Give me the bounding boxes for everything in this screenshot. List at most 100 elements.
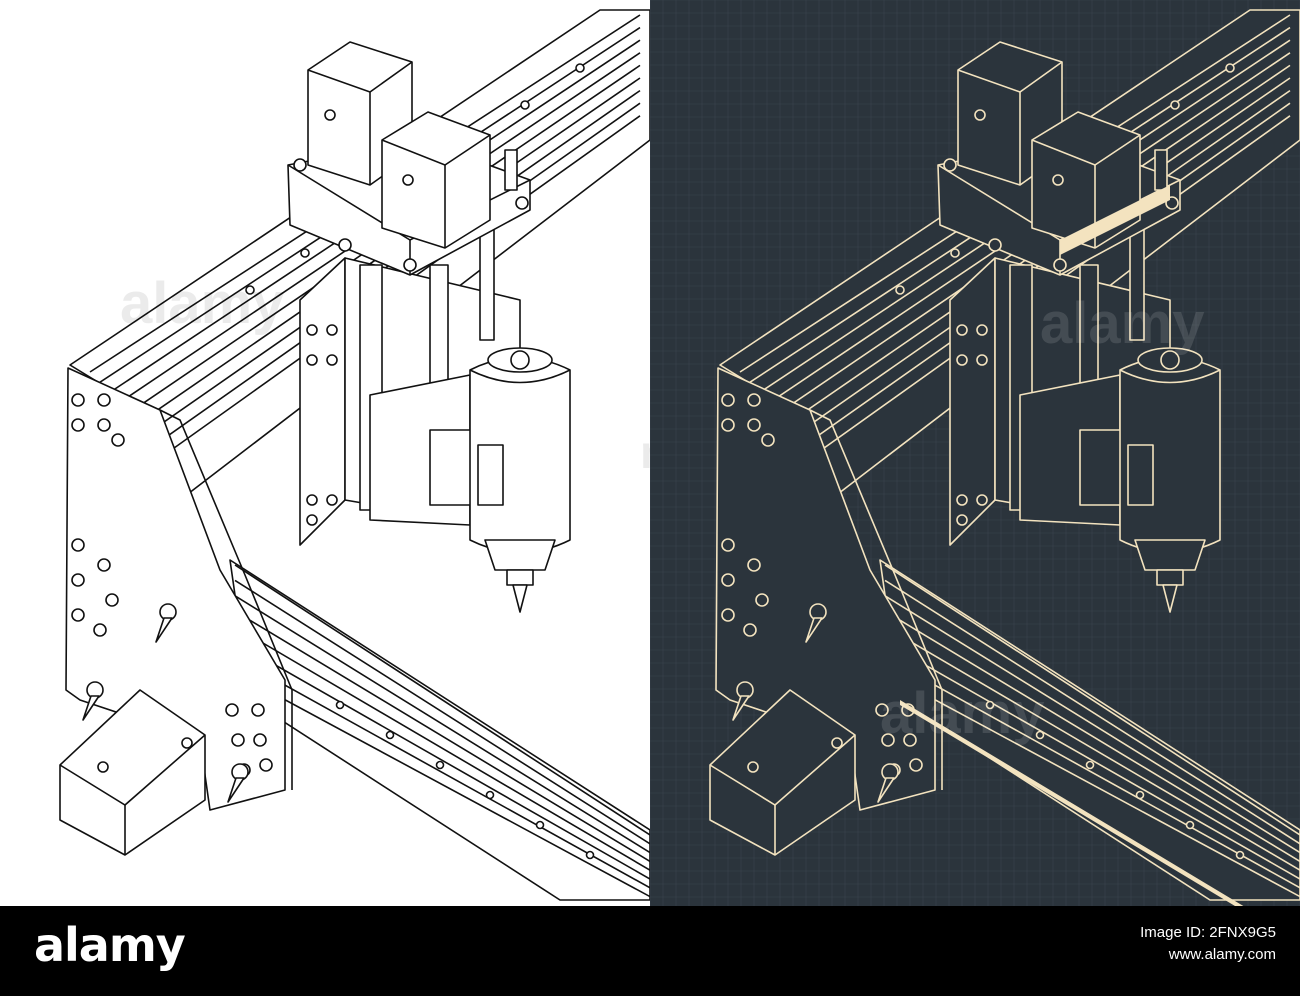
image-id-block: Image ID: 2FNX9G5 www.alamy.com bbox=[1140, 922, 1276, 966]
rail-highlight bbox=[1060, 185, 1170, 255]
plate-bolt bbox=[755, 593, 769, 607]
lead-screw bbox=[479, 229, 495, 341]
stepper-motor-x bbox=[709, 689, 856, 856]
mount-bolt bbox=[338, 238, 352, 252]
rail-highlight bbox=[900, 700, 1244, 906]
plate-bolt bbox=[71, 608, 85, 622]
rail-bolt-hole bbox=[985, 700, 995, 710]
footer-bar: alamy Image ID: 2FNX9G5 www.alamy.com bbox=[0, 906, 1300, 996]
carriage-bolt bbox=[976, 354, 988, 366]
plate-bolt bbox=[251, 703, 265, 717]
plate-bolt bbox=[747, 558, 761, 572]
z-stepper-motors bbox=[307, 41, 491, 249]
rail-bolt-hole bbox=[1170, 100, 1180, 110]
motor-screw bbox=[324, 109, 336, 121]
lead-screw bbox=[1129, 229, 1145, 341]
rail-bolt-hole bbox=[435, 760, 445, 770]
plate-bolt bbox=[721, 573, 735, 587]
cable-tip bbox=[155, 617, 173, 643]
mount-bolt bbox=[988, 238, 1002, 252]
carriage-bolt bbox=[306, 324, 318, 336]
plate-bolt bbox=[721, 538, 735, 552]
rail-bolt-hole bbox=[520, 100, 530, 110]
rail-bolt-hole bbox=[335, 700, 345, 710]
plate-bolt bbox=[97, 393, 111, 407]
clamp-band bbox=[477, 444, 504, 506]
cable-tip bbox=[732, 695, 750, 721]
rail-bolt-hole bbox=[575, 63, 585, 73]
spindle-nose bbox=[1134, 539, 1206, 571]
plate-bolt bbox=[721, 418, 735, 432]
plate-bolt bbox=[71, 573, 85, 587]
carriage-bolt bbox=[976, 494, 988, 506]
carriage-bolt bbox=[976, 324, 988, 336]
plate-bolt bbox=[71, 393, 85, 407]
plate-bolt bbox=[71, 538, 85, 552]
cable-tip bbox=[805, 617, 823, 643]
rail-bolt-hole bbox=[535, 820, 545, 830]
rail-bolt-hole bbox=[895, 285, 905, 295]
mount-bolt bbox=[943, 158, 957, 172]
rail-bolt-hole bbox=[485, 790, 495, 800]
plate-bolt bbox=[743, 623, 757, 637]
cnc-router-drawing-dark bbox=[650, 0, 1300, 906]
plate-bolt bbox=[903, 733, 917, 747]
cnc-router-drawing-light bbox=[59, 9, 650, 901]
mount-bolt bbox=[1053, 258, 1067, 272]
cable-glands bbox=[732, 149, 1168, 803]
plate-bolt bbox=[225, 703, 239, 717]
rail-bolt-hole bbox=[1225, 63, 1235, 73]
rail-bolt-hole bbox=[1235, 850, 1245, 860]
plate-bolt bbox=[97, 418, 111, 432]
motor-screw bbox=[974, 109, 986, 121]
plate-bolt bbox=[875, 703, 889, 717]
spindle-assembly bbox=[369, 347, 571, 613]
end-mill-bit bbox=[1162, 584, 1178, 613]
mount-bolt bbox=[293, 158, 307, 172]
plate-bolt bbox=[105, 593, 119, 607]
carriage-bolt bbox=[326, 324, 338, 336]
x-axis-rail bbox=[879, 559, 1300, 901]
cable-tip bbox=[82, 695, 100, 721]
collet bbox=[506, 569, 534, 586]
plate-bolt bbox=[909, 758, 923, 772]
rail-bolt-hole bbox=[385, 730, 395, 740]
carriage-bolt bbox=[956, 324, 968, 336]
carriage-bolt bbox=[956, 354, 968, 366]
plate-bolt bbox=[881, 733, 895, 747]
spindle-assembly bbox=[1019, 347, 1221, 613]
plate-bolt bbox=[231, 733, 245, 747]
plate-bolt bbox=[253, 733, 267, 747]
sensor-fitting bbox=[504, 149, 518, 191]
plate-bolt bbox=[71, 418, 85, 432]
spindle-nut bbox=[510, 350, 530, 370]
plate-bolt bbox=[721, 393, 735, 407]
end-mill-bit bbox=[512, 584, 528, 613]
mount-bolt bbox=[403, 258, 417, 272]
carriage-bolt bbox=[956, 514, 968, 526]
motor-screw bbox=[831, 737, 843, 749]
motor-screw bbox=[1052, 174, 1064, 186]
plate-bolt bbox=[97, 558, 111, 572]
plate-bolt bbox=[761, 433, 775, 447]
plate-bolt bbox=[747, 393, 761, 407]
brand-logo: alamy bbox=[34, 918, 186, 972]
stepper-motor-x bbox=[59, 689, 206, 856]
image-id: Image ID: 2FNX9G5 bbox=[1140, 924, 1276, 941]
plate-bolt bbox=[259, 758, 273, 772]
spindle-nose bbox=[484, 539, 556, 571]
site-url: www.alamy.com bbox=[1168, 946, 1276, 963]
rail-bolt-hole bbox=[1185, 820, 1195, 830]
x-axis-rail bbox=[229, 559, 650, 901]
motor-screw bbox=[402, 174, 414, 186]
mount-bolt bbox=[515, 196, 529, 210]
carriage-bolt bbox=[326, 354, 338, 366]
light-drawing-panel: alamy my bbox=[0, 0, 706, 906]
clamp-band bbox=[1127, 444, 1154, 506]
cable-tip bbox=[877, 777, 895, 803]
carriage-bolt bbox=[306, 354, 318, 366]
z-stepper-motors bbox=[957, 41, 1141, 249]
carriage-bolt bbox=[306, 494, 318, 506]
rail-bolt-hole bbox=[950, 248, 960, 258]
motor-screw bbox=[97, 761, 109, 773]
